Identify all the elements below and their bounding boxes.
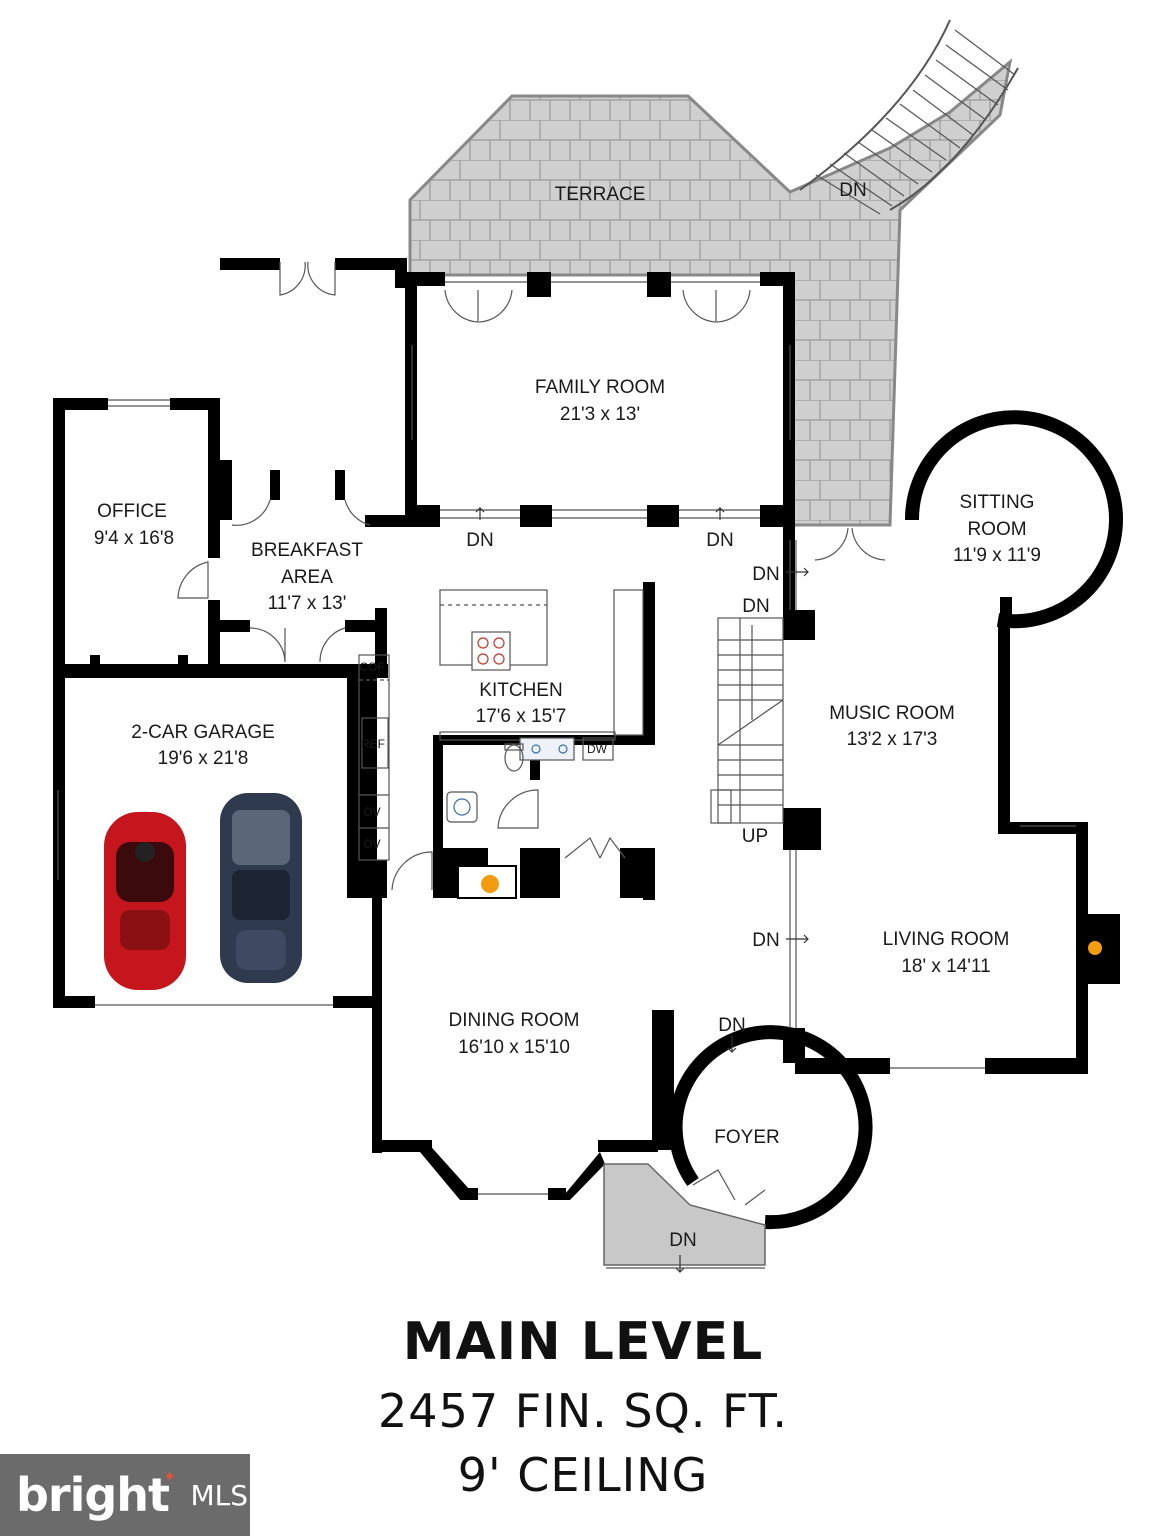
room-name-garage: 2-CAR GARAGE <box>131 722 275 743</box>
car-dark <box>220 793 302 983</box>
room-dims-sitting: 11'9 x 11'9 <box>953 545 1041 566</box>
room-dims-music: 13'2 x 17'3 <box>847 729 938 750</box>
up-label-stair: UP <box>742 826 768 847</box>
room-name-foyer: FOYER <box>714 1127 779 1148</box>
room-dims-living: 18' x 14'11 <box>901 956 990 977</box>
level-title: MAIN LEVEL <box>402 1312 764 1372</box>
dn-label-terrace: DN <box>839 180 866 201</box>
watermark-brand: bright <box>16 1468 170 1522</box>
appliance-column <box>358 654 390 861</box>
dn-label-sitting: DN <box>752 564 779 585</box>
room-name-dining: DINING ROOM <box>449 1010 580 1031</box>
room-dims-family-room: 21'3 x 13' <box>560 404 640 425</box>
dn-label-stoop: DN <box>669 1230 696 1251</box>
room-dims-dining: 16'10 x 15'10 <box>458 1037 570 1058</box>
fireplaces <box>457 865 1102 955</box>
star-icon: ✦ <box>163 1469 177 1486</box>
room-name-kitchen: KITCHEN <box>479 680 562 701</box>
curved-stair <box>799 19 1019 215</box>
appliance-labels: COF REF OV OV DW <box>359 660 607 851</box>
fireplace-icon <box>481 875 499 893</box>
mls-watermark: bright ✦ MLS <box>0 1454 250 1536</box>
stair-labels: DN DN DN DN DN UP DN DN DN <box>466 180 866 1251</box>
dishwasher-box <box>582 737 614 761</box>
oven-label-1: OV <box>363 805 380 819</box>
square-footage: 2457 FIN. SQ. FT. <box>378 1384 788 1438</box>
fridge-label: REF <box>361 737 385 751</box>
kitchen-fixtures <box>358 589 644 861</box>
stair-arrows <box>475 507 809 1273</box>
sink <box>519 737 575 761</box>
room-dims-garage: 19'6 x 21'8 <box>158 748 249 769</box>
toilet <box>504 744 524 772</box>
ceiling-height: 9' CEILING <box>457 1448 709 1502</box>
room-name-breakfast: BREAKFAST <box>251 540 363 561</box>
dn-label-foyer: DN <box>718 1015 745 1036</box>
curved-walls <box>668 410 1123 1230</box>
room-name-family-room: FAMILY ROOM <box>535 377 665 398</box>
dishwasher-label: DW <box>587 742 608 756</box>
dn-label-stair: DN <box>742 596 769 617</box>
powder-sink <box>446 791 478 823</box>
room-labels: TERRACE FAMILY ROOM 21'3 x 13' OFFICE 9'… <box>94 184 1041 1148</box>
dn-label-living: DN <box>752 930 779 951</box>
cooktop <box>471 631 511 671</box>
floor-plan: TERRACE FAMILY ROOM 21'3 x 13' OFFICE 9'… <box>53 19 1123 1273</box>
room-name-office: OFFICE <box>97 501 167 522</box>
room-name-terrace: TERRACE <box>555 184 646 205</box>
room-dims-office: 9'4 x 16'8 <box>94 528 174 549</box>
room-name-breakfast-2: AREA <box>281 567 333 588</box>
dn-label-family-right: DN <box>706 530 733 551</box>
room-name-sitting-2: ROOM <box>967 519 1026 540</box>
walls <box>53 258 1120 1200</box>
sitting-room-wall <box>1000 597 1012 627</box>
dn-label-family-left: DN <box>466 530 493 551</box>
car-red <box>104 812 186 990</box>
living-fireplace-icon <box>1088 941 1102 955</box>
room-name-sitting: SITTING <box>960 492 1035 513</box>
oven-label-2: OV <box>363 837 380 851</box>
room-name-living: LIVING ROOM <box>883 929 1010 950</box>
terrace-area <box>408 58 1013 527</box>
interior-stair <box>710 617 784 824</box>
coffee-label: COF <box>359 660 384 674</box>
room-dims-breakfast: 11'7 x 13' <box>268 593 347 614</box>
counter-right <box>613 589 644 736</box>
watermark-mls: MLS <box>190 1478 248 1512</box>
room-dims-kitchen: 17'6 x 15'7 <box>476 706 567 727</box>
front-stoop <box>603 1163 766 1266</box>
room-name-music: MUSIC ROOM <box>829 703 955 724</box>
